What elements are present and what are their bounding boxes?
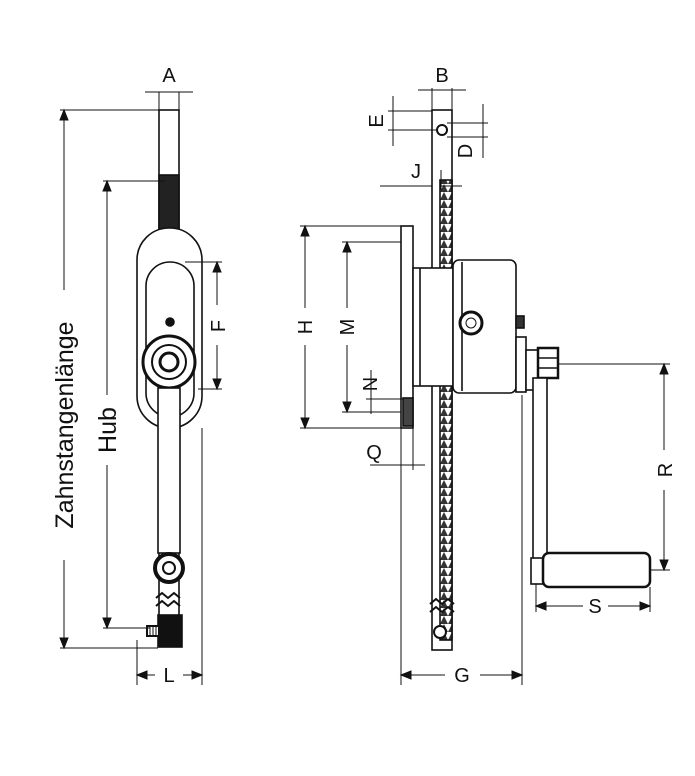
bolt-dot <box>165 317 175 327</box>
bottom-clamp <box>157 614 183 648</box>
rack-teeth-side <box>439 179 453 641</box>
label-zahnstangenlaenge: Zahnstangenlänge <box>51 321 79 528</box>
label-Q: Q <box>366 442 382 464</box>
label-S: S <box>588 596 601 618</box>
label-M: M <box>337 319 359 336</box>
crank-handle <box>541 551 652 589</box>
plate-clamp <box>402 397 414 427</box>
label-N: N <box>360 377 382 391</box>
crank-arm-side <box>532 377 548 567</box>
label-E: E <box>366 114 388 127</box>
crank-arm-front <box>157 387 181 554</box>
label-G: G <box>454 665 470 687</box>
label-R: R <box>655 463 677 477</box>
shaft-collar <box>515 336 527 393</box>
rack-hole <box>436 124 448 136</box>
label-L: L <box>163 665 174 687</box>
gearbox-screw <box>515 315 525 329</box>
side-view <box>400 109 652 651</box>
handle-stub <box>530 557 544 585</box>
label-H: H <box>295 320 317 334</box>
gearbox-neck <box>412 267 454 387</box>
label-J: J <box>411 161 421 183</box>
front-view <box>136 109 203 648</box>
label-D: D <box>455 144 477 158</box>
front-dimensions <box>59 91 222 685</box>
crank-nut <box>536 346 560 380</box>
dimension-labels: A B E D J H M N Q G R S F L Zahnstangenl… <box>51 65 677 687</box>
label-F: F <box>208 320 230 332</box>
crank-hub-inner <box>158 351 180 373</box>
label-hub: Hub <box>94 407 122 453</box>
label-B: B <box>435 65 448 87</box>
side-dimensions <box>300 88 670 685</box>
break-symbol-side <box>429 597 455 606</box>
break-symbol-front <box>155 591 181 600</box>
label-A: A <box>162 65 176 87</box>
